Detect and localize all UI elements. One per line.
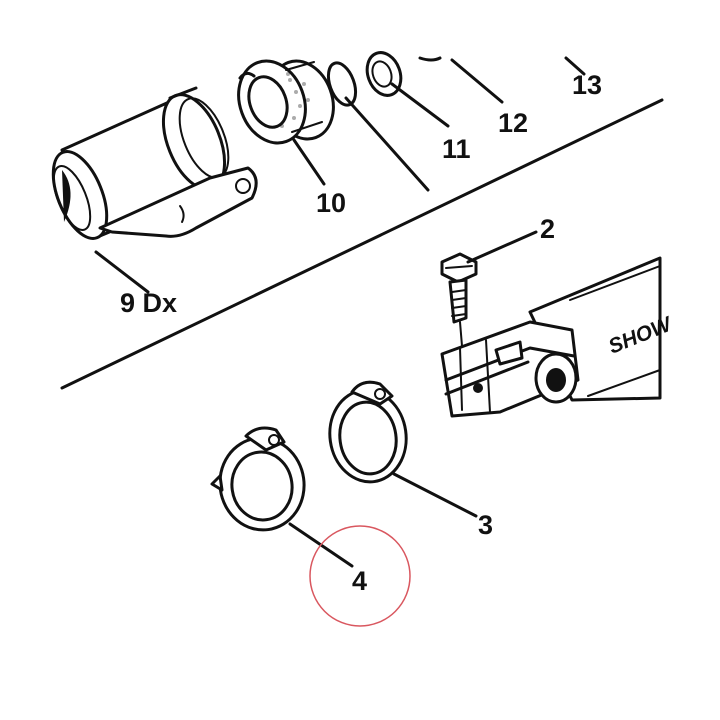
part-3-clamp-ring: [328, 380, 408, 484]
callout-4: 4: [352, 566, 367, 596]
leader-lines-upper: [94, 56, 586, 294]
part-12-seal: [365, 51, 403, 97]
callout-10: 10: [316, 188, 346, 218]
callout-2: 2: [540, 214, 555, 244]
callout-12: 12: [498, 108, 528, 138]
shock-absorber-clamp: [440, 256, 662, 418]
separator-line: [60, 98, 664, 390]
callout-13: 13: [572, 70, 602, 100]
part-11-o-ring: [326, 61, 358, 107]
part-4-clamp-ring: [210, 426, 306, 532]
callout-9-dx: 9 Dx: [120, 288, 177, 318]
highlight-circle: [309, 525, 411, 627]
part-13-edge: [418, 56, 442, 62]
callout-3: 3: [478, 510, 493, 540]
callout-11: 11: [442, 134, 471, 164]
part-9-tube-assembly: [51, 86, 258, 240]
part-10-bushing: [237, 59, 335, 145]
part-2-bolt: [440, 252, 478, 347]
